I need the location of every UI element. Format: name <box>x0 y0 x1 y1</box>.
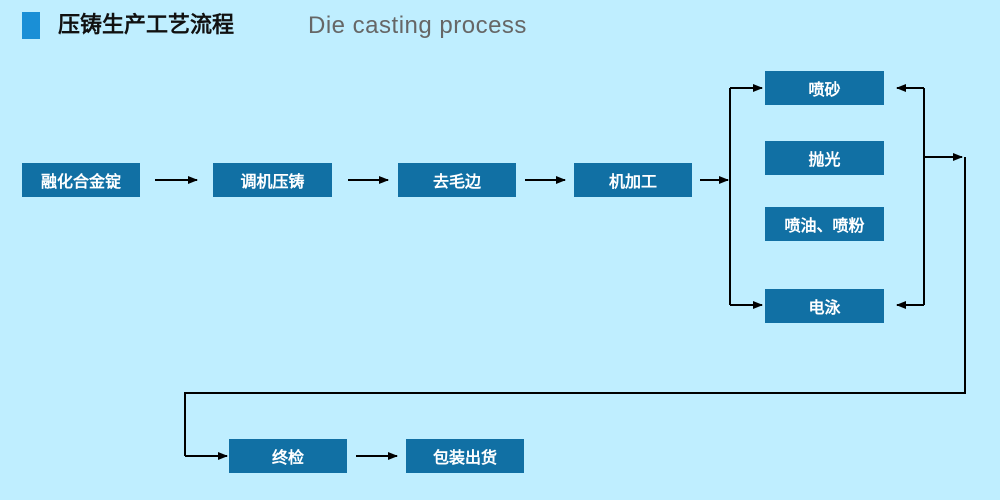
page-subtitle: Die casting process <box>308 12 527 39</box>
title-accent-bar <box>22 12 40 39</box>
step-deburring: 去毛边 <box>398 163 516 197</box>
step-machining: 机加工 <box>574 163 692 197</box>
step-die-casting: 调机压铸 <box>213 163 332 197</box>
step-final-inspection: 终检 <box>229 439 347 473</box>
return-path <box>184 157 966 456</box>
step-packing-shipping: 包装出货 <box>406 439 524 473</box>
step-electrophoresis: 电泳 <box>765 289 884 323</box>
step-polishing: 抛光 <box>765 141 884 175</box>
step-spray-coating: 喷油、喷粉 <box>765 207 884 241</box>
step-sandblasting: 喷砂 <box>765 71 884 105</box>
step-melt-alloy: 融化合金锭 <box>22 163 140 197</box>
page-title: 压铸生产工艺流程 <box>58 13 235 38</box>
